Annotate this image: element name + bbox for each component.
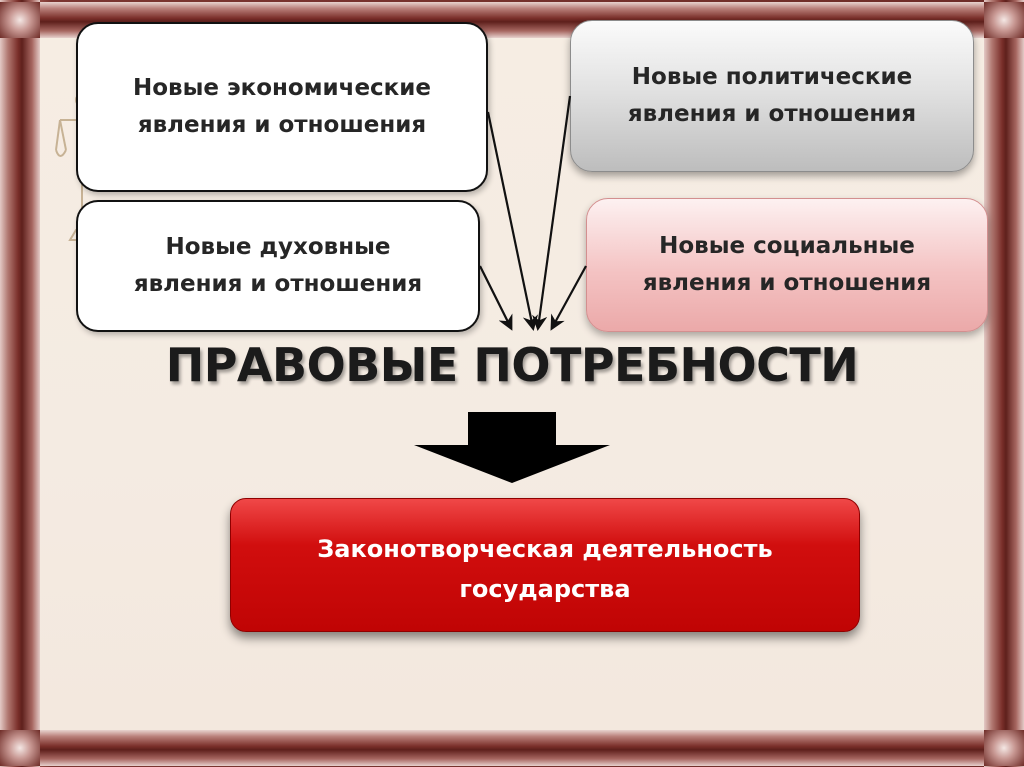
spiritual-phenomena-box: Новые духовные явления и отношения <box>76 200 480 332</box>
frame-corner-top-right <box>984 2 1024 38</box>
social-phenomena-text: Новые социальные явления и отношения <box>642 233 932 296</box>
economic-phenomena-text: Новые экономические явления и отношения <box>132 75 431 138</box>
lawmaking-activity-text: Законотворческая деятельность государств… <box>317 535 773 603</box>
frame-right-bar <box>984 0 1024 767</box>
frame-corner-bottom-left <box>0 730 40 766</box>
social-phenomena-box: Новые социальные явления и отношения <box>586 198 988 332</box>
political-phenomena-box: Новые политические явления и отношения <box>570 20 974 172</box>
frame-left-bar <box>0 0 40 767</box>
spiritual-phenomena-text: Новые духовные явления и отношения <box>133 234 423 297</box>
frame-corner-bottom-right <box>984 730 1024 766</box>
frame-bottom-bar <box>0 730 1024 766</box>
political-phenomena-text: Новые политические явления и отношения <box>627 64 917 127</box>
frame-corner-top-left <box>0 2 40 38</box>
lawmaking-activity-box: Законотворческая деятельность государств… <box>230 498 860 632</box>
economic-phenomena-box: Новые экономические явления и отношения <box>76 22 488 192</box>
legal-needs-heading: ПРАВОВЫЕ ПОТРЕБНОСТИ <box>165 338 859 392</box>
